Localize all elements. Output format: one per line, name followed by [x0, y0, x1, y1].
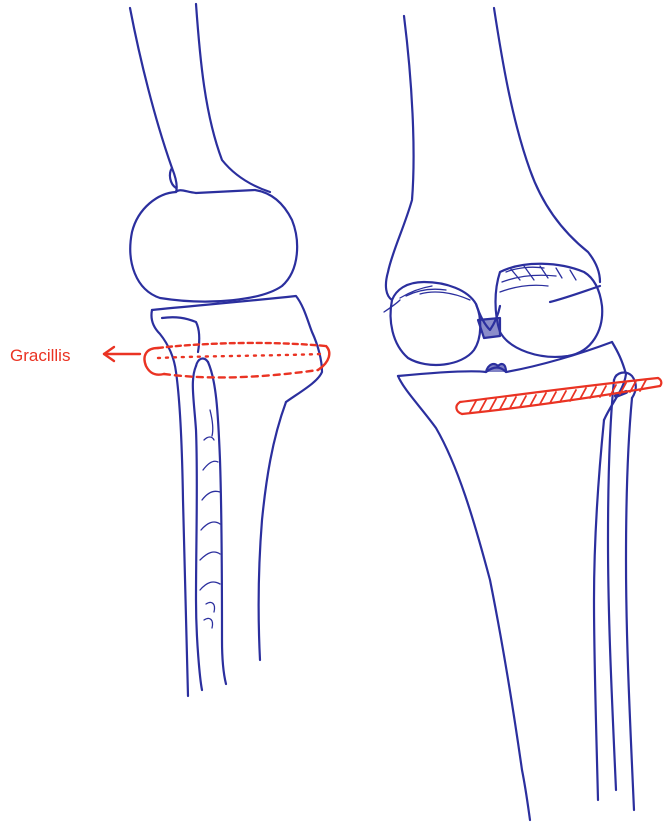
left-tunnel-bottom-line: [164, 370, 318, 377]
left-femur-shaft-back-outline: [196, 4, 270, 192]
left-tibia-front-edge: [151, 310, 188, 696]
left-tibia-shaft-back: [259, 402, 286, 660]
right-tunnel-end: [658, 378, 661, 386]
right-femur-shaft-left-outline: [386, 16, 414, 300]
right-condyle-hatching: [384, 266, 576, 312]
left-fibular-head: [196, 359, 208, 366]
left-gracilis-tunnel: [104, 343, 329, 378]
gracilis-label: Gracillis: [10, 346, 70, 365]
right-notch-plug: [478, 318, 500, 338]
right-fibula-inner: [608, 380, 616, 790]
right-tunnel-tip: [456, 402, 462, 414]
left-femoral-condyle: [130, 190, 297, 302]
right-condyle-inner-line: [550, 286, 600, 302]
left-tunnel-top-line: [158, 343, 326, 348]
right-tunnel-top-edge: [460, 378, 658, 402]
right-tibia-medial-edge: [398, 376, 530, 820]
left-fibula-hatching: [200, 410, 220, 628]
right-tibia-shaft-lateral: [594, 420, 604, 800]
right-knee-frontal-view: [384, 8, 636, 820]
left-fibula-front: [193, 366, 202, 690]
right-femur-shaft-right-outline: [494, 8, 600, 282]
right-medial-condyle: [391, 282, 481, 365]
right-fibula-outer: [626, 398, 634, 810]
left-tunnel-entry-loop: [145, 348, 165, 375]
left-knee-lateral-view: [130, 4, 322, 696]
right-lateral-condyle: [496, 264, 603, 357]
right-tibial-spine: [486, 364, 506, 372]
left-tunnel-mid-line: [158, 354, 322, 358]
left-femur-shaft-front-outline: [130, 8, 177, 192]
